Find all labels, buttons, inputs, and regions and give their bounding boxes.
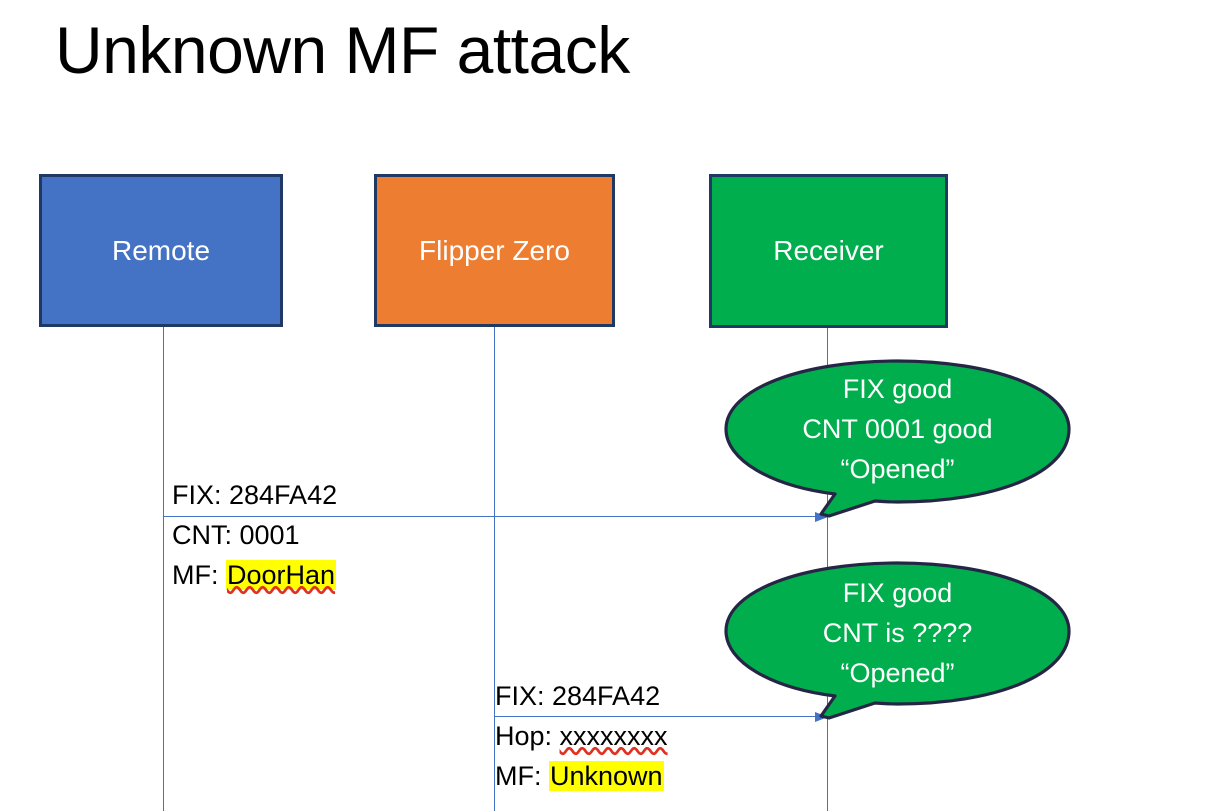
page-title: Unknown MF attack (55, 13, 630, 87)
message-1-line-1-group: FIX: 284FA42 (172, 475, 337, 515)
lifeline-remote (163, 327, 164, 811)
message-1-fix: FIX: 284FA42 (172, 480, 338, 510)
message-2-hop-label: Hop: (495, 721, 560, 751)
message-2-fix: FIX: 284FA42 (495, 681, 661, 711)
message-1-body-group: CNT: 0001 MF: DoorHan (172, 515, 337, 595)
actor-box-remote[interactable]: Remote (39, 174, 283, 327)
message-2-mf-line: MF: Unknown (495, 756, 668, 796)
message-arrow-remote-to-receiver (163, 511, 828, 522)
actor-box-receiver[interactable]: Receiver (709, 174, 948, 328)
actor-box-flipper[interactable]: Flipper Zero (374, 174, 615, 327)
callout-shape-2 (724, 561, 1071, 720)
message-2-hop-line: Hop: xxxxxxxx (495, 716, 668, 756)
actor-label-remote: Remote (111, 234, 211, 266)
callout-bubble-receiver-2: FIX good CNT is ???? “Opened” (723, 561, 1072, 721)
message-2-mf-label: MF: (495, 761, 549, 791)
actor-label-flipper: Flipper Zero (419, 234, 570, 266)
message-2-mf-value: Unknown (549, 761, 664, 791)
message-2-hop-value: xxxxxxxx (559, 721, 668, 751)
callout-shape-1 (724, 359, 1071, 518)
message-2-body-group: Hop: xxxxxxxx MF: Unknown (495, 716, 668, 796)
message-2-line-1-group: FIX: 284FA42 (495, 676, 660, 716)
message-1-mf-value: DoorHan (226, 560, 337, 590)
actor-label-receiver: Receiver (773, 235, 884, 266)
lifeline-flipper (494, 327, 495, 811)
message-1-mf-label: MF: (172, 560, 226, 590)
callout-bubble-receiver-1: FIX good CNT 0001 good “Opened” (723, 359, 1072, 519)
message-1-mf-line: MF: DoorHan (172, 555, 337, 595)
message-1-cnt: CNT: 0001 (172, 520, 300, 550)
